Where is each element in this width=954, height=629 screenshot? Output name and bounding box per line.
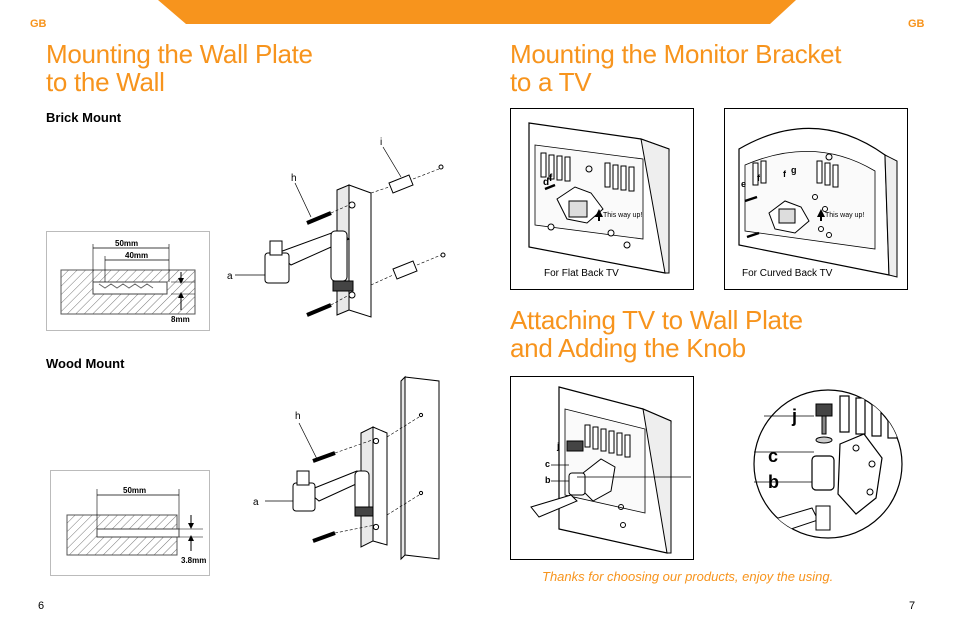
page-number-right: 7 bbox=[909, 600, 916, 612]
brick-dim-outer-label: 50mm bbox=[115, 239, 138, 248]
curved-label-g: g bbox=[791, 165, 797, 175]
zoom-label-j: j bbox=[791, 406, 797, 426]
brick-label-i: i bbox=[380, 137, 382, 148]
curved-back-tv-figure: This way up! e f f g bbox=[724, 108, 908, 290]
wood-drill-diagram: 50mm 3.8mm bbox=[50, 470, 210, 576]
wood-label-h: h bbox=[295, 411, 301, 422]
wood-mount-heading: Wood Mount bbox=[46, 356, 125, 371]
zoom-label-c: c bbox=[768, 446, 778, 466]
wood-dim-bit-label: 3.8mm bbox=[181, 556, 206, 565]
brick-label-h: h bbox=[291, 173, 297, 184]
wall-plate-title: Mounting the Wall Plate to the Wall bbox=[46, 40, 313, 96]
brick-label-a: a bbox=[227, 271, 233, 282]
brick-dim-bit-label: 8mm bbox=[171, 315, 190, 324]
wall-plate-title-line2: to the Wall bbox=[46, 67, 165, 97]
wood-mount-illustration: h a bbox=[253, 375, 440, 561]
attach-label-j: j bbox=[556, 441, 560, 451]
wood-label-a: a bbox=[253, 497, 259, 508]
flat-label-f: f bbox=[549, 173, 553, 184]
knob-zoom-illustration: j c b bbox=[753, 389, 903, 539]
language-tag-left: GB bbox=[30, 18, 47, 30]
monitor-bracket-title-line2: to a TV bbox=[510, 67, 592, 97]
brick-dim-inner-label: 40mm bbox=[125, 251, 148, 260]
flat-label-d: d bbox=[543, 177, 549, 188]
monitor-bracket-title-line1: Mounting the Monitor Bracket bbox=[510, 39, 842, 69]
curved-label-e: e bbox=[741, 179, 746, 189]
curved-note: This way up! bbox=[825, 212, 864, 219]
wall-plate-title-line1: Mounting the Wall Plate bbox=[46, 39, 313, 69]
attach-label-c: c bbox=[545, 459, 550, 469]
zoom-label-b: b bbox=[768, 472, 779, 492]
attach-tv-title-line1: Attaching TV to Wall Plate bbox=[510, 305, 803, 335]
brick-mount-heading: Brick Mount bbox=[46, 110, 122, 125]
wood-dim-outer-label: 50mm bbox=[123, 486, 146, 495]
curved-back-tv-caption: For Curved Back TV bbox=[742, 268, 833, 279]
language-tag-right: GB bbox=[908, 18, 925, 30]
attach-tv-figure: j c b bbox=[510, 376, 694, 560]
attach-tv-title-line2: and Adding the Knob bbox=[510, 333, 746, 363]
flat-back-tv-figure: This way up! d f bbox=[510, 108, 694, 290]
curved-label-f1: f bbox=[757, 173, 761, 183]
curved-label-f2: f bbox=[783, 169, 787, 179]
flat-back-tv-caption: For Flat Back TV bbox=[544, 268, 619, 279]
top-banner bbox=[158, 0, 796, 24]
page-number-left: 6 bbox=[38, 600, 45, 612]
flat-note: This way up! bbox=[603, 212, 642, 219]
attach-tv-title: Attaching TV to Wall Plate and Adding th… bbox=[510, 306, 803, 362]
thanks-message: Thanks for choosing our products, enjoy … bbox=[542, 569, 834, 584]
brick-drill-diagram: 50mm 40mm 8mm bbox=[46, 231, 210, 331]
monitor-bracket-title: Mounting the Monitor Bracket to a TV bbox=[510, 39, 842, 97]
brick-mount-illustration: i h a bbox=[227, 137, 446, 318]
attach-label-b: b bbox=[545, 475, 551, 485]
